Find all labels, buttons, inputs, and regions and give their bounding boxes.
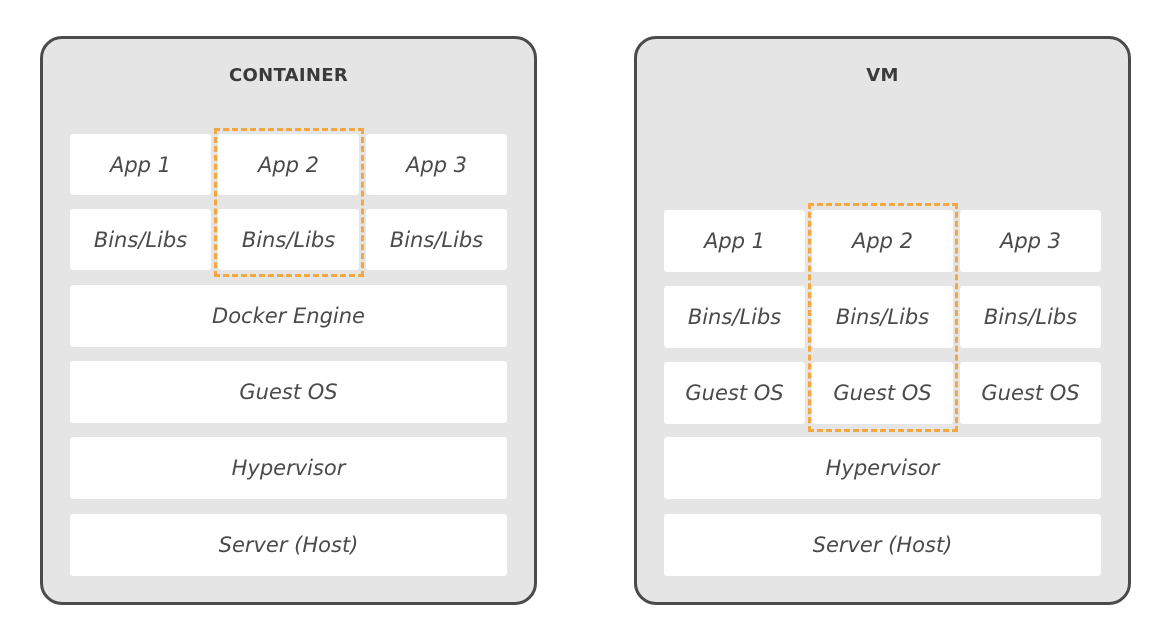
vm-panel: VM App 1 App 2 App 3 Bins/Libs Bins/Libs… — [634, 36, 1131, 605]
container-app-2: App 2 — [218, 134, 359, 195]
vm-app-2: App 2 — [812, 210, 953, 272]
vm-server-host: Server (Host) — [664, 514, 1101, 576]
container-server-host: Server (Host) — [70, 514, 507, 576]
vm-bins-2: Bins/Libs — [812, 286, 953, 348]
vm-hypervisor: Hypervisor — [664, 437, 1101, 499]
container-panel: CONTAINER App 1 App 2 App 3 Bins/Libs Bi… — [40, 36, 537, 605]
container-bins-1: Bins/Libs — [70, 209, 211, 270]
vm-guest-os-3: Guest OS — [960, 362, 1101, 424]
vm-bins-3: Bins/Libs — [960, 286, 1101, 348]
container-bins-2: Bins/Libs — [218, 209, 359, 270]
vm-app-3: App 3 — [960, 210, 1101, 272]
vm-title: VM — [866, 65, 899, 86]
container-app-1: App 1 — [70, 134, 211, 195]
container-docker-engine: Docker Engine — [70, 285, 507, 347]
container-title: CONTAINER — [228, 65, 348, 86]
container-bins-3: Bins/Libs — [366, 209, 507, 270]
container-guest-os: Guest OS — [70, 361, 507, 423]
container-app-3: App 3 — [366, 134, 507, 195]
vm-bins-1: Bins/Libs — [664, 286, 805, 348]
vm-guest-os-1: Guest OS — [664, 362, 805, 424]
vm-guest-os-2: Guest OS — [812, 362, 953, 424]
vm-app-1: App 1 — [664, 210, 805, 272]
container-hypervisor: Hypervisor — [70, 437, 507, 499]
